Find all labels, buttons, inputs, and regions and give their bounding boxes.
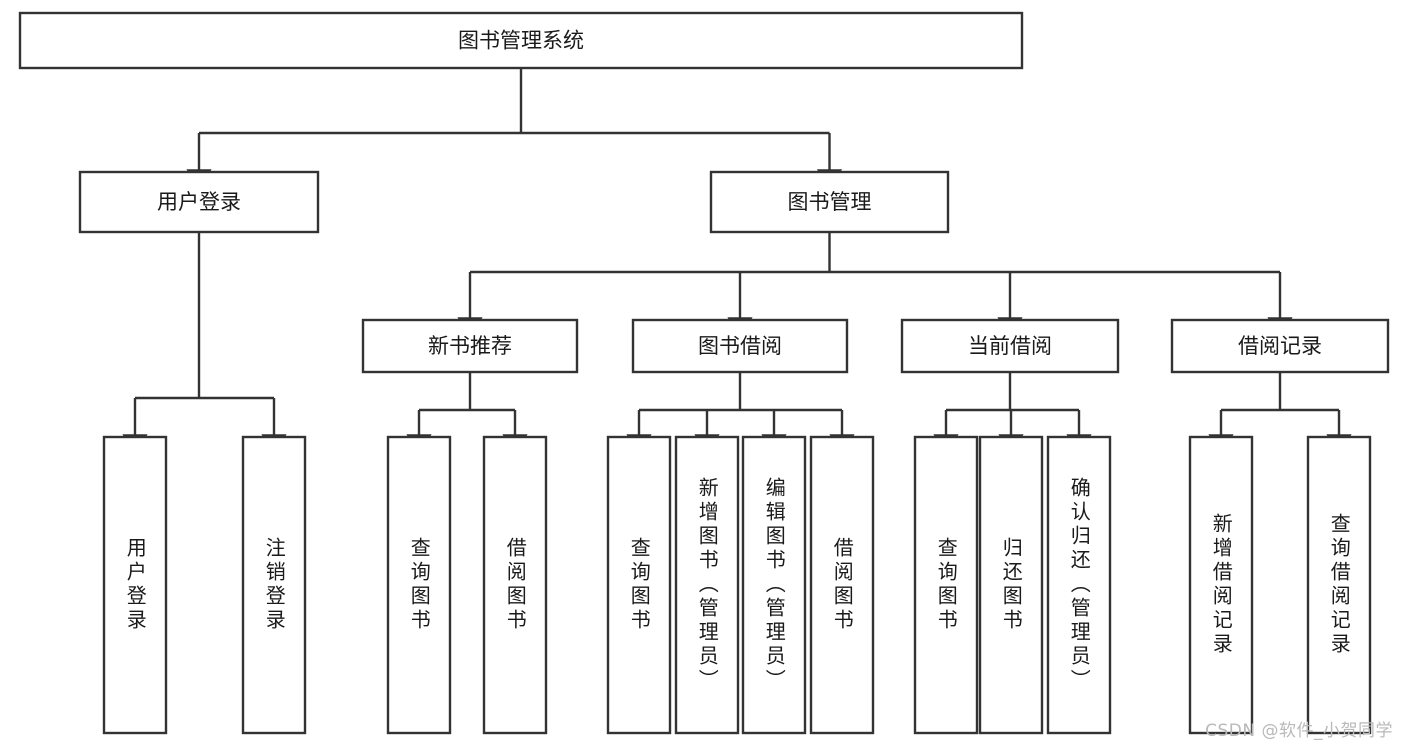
node-label: 图书借阅 (698, 334, 782, 358)
leaf-node-6[interactable] (741, 435, 807, 735)
leaf-node-11[interactable] (1188, 435, 1254, 735)
leaf-node-0[interactable] (102, 435, 168, 735)
leaf-node-4[interactable] (606, 435, 672, 735)
node-label: 当前借阅 (968, 334, 1052, 358)
node-root[interactable] (18, 11, 1024, 70)
watermark-text: CSDN @软件_小贺同学 (1205, 721, 1393, 741)
node-level3-1[interactable] (631, 318, 849, 374)
node-level3-2[interactable] (900, 318, 1120, 374)
leaf-node-1[interactable] (241, 435, 307, 735)
node-level2-0[interactable] (78, 170, 320, 234)
leaf-node-2[interactable] (386, 435, 452, 735)
leaf-node-5[interactable] (674, 435, 740, 735)
leaf-node-12[interactable] (1306, 435, 1372, 735)
node-level3-0[interactable] (361, 318, 579, 374)
leaf-node-10[interactable] (1046, 435, 1112, 735)
node-label: 图书管理系统 (458, 29, 584, 53)
node-level2-1[interactable] (709, 170, 950, 234)
node-label: 用户登录 (157, 190, 241, 214)
node-label: 新书推荐 (428, 334, 512, 358)
leaf-node-8[interactable] (913, 435, 979, 735)
node-label: 借阅记录 (1238, 334, 1322, 358)
leaf-node-7[interactable] (809, 435, 875, 735)
node-level3-3[interactable] (1170, 318, 1390, 374)
leaf-node-3[interactable] (482, 435, 548, 735)
node-label: 图书管理 (788, 190, 872, 214)
leaf-node-9[interactable] (978, 435, 1044, 735)
edges-layer (122, 68, 1352, 456)
